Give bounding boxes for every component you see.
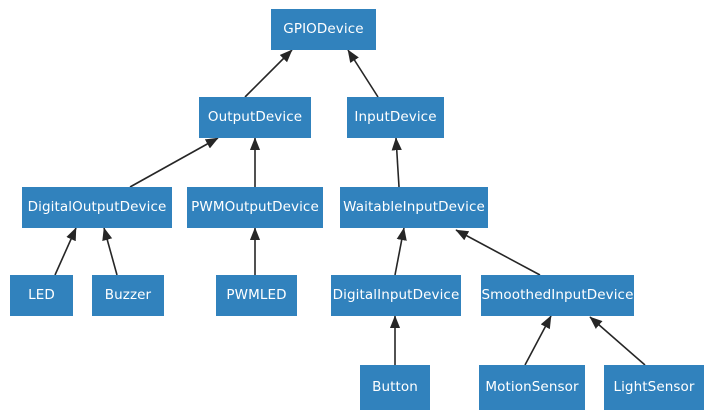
class-node-label: SmoothedInputDevice xyxy=(481,286,634,303)
class-node-buzzer[interactable]: Buzzer xyxy=(92,275,164,316)
class-node-outputdevice[interactable]: OutputDevice xyxy=(199,97,311,138)
inheritance-arrow-digitaloutputdevice-to-outputdevice xyxy=(129,137,219,188)
class-node-inputdevice[interactable]: InputDevice xyxy=(347,97,444,138)
inheritance-arrow-waitableinputdevice-to-inputdevice xyxy=(391,137,402,188)
class-node-label: PWMOutputDevice xyxy=(191,198,319,215)
class-node-digitalinputdevice[interactable]: DigitalInputDevice xyxy=(331,275,461,316)
class-node-digitaloutputdevice[interactable]: DigitalOutputDevice xyxy=(22,187,172,228)
inheritance-arrow-outputdevice-to-gpiodevice xyxy=(244,49,293,98)
class-node-label: DigitalOutputDevice xyxy=(27,198,167,215)
class-node-label: OutputDevice xyxy=(207,108,303,125)
class-node-waitableinputdevice[interactable]: WaitableInputDevice xyxy=(340,187,488,228)
inheritance-arrow-digitalinputdevice-to-waitableinputdevice xyxy=(394,227,407,276)
class-node-label: MotionSensor xyxy=(485,378,579,395)
class-node-label: Buzzer xyxy=(104,286,152,303)
inheritance-arrow-motionsensor-to-smoothedinputdevice xyxy=(524,315,552,366)
class-node-led[interactable]: LED xyxy=(10,275,73,316)
class-node-pwmoutputdevice[interactable]: PWMOutputDevice xyxy=(187,187,323,228)
class-node-label: WaitableInputDevice xyxy=(343,198,485,215)
class-node-label: InputDevice xyxy=(354,108,437,125)
class-node-pwmled[interactable]: PWMLED xyxy=(216,275,297,316)
class-node-smoothedinputdevice[interactable]: SmoothedInputDevice xyxy=(481,275,634,316)
class-node-label: LED xyxy=(28,286,55,303)
class-node-lightsensor[interactable]: LightSensor xyxy=(604,365,704,410)
class-node-label: Button xyxy=(372,378,418,395)
class-node-label: GPIODevice xyxy=(283,20,364,37)
inheritance-arrow-lightsensor-to-smoothedinputdevice xyxy=(589,316,646,366)
class-node-label: DigitalInputDevice xyxy=(332,286,460,303)
inheritance-arrow-buzzer-to-digitaloutputdevice xyxy=(102,227,118,276)
inheritance-arrow-inputdevice-to-gpiodevice xyxy=(347,49,379,98)
class-node-gpiodevice[interactable]: GPIODevice xyxy=(271,9,376,50)
inheritance-arrow-smoothedinputdevice-to-waitableinputdevice xyxy=(455,229,541,276)
class-node-label: LightSensor xyxy=(613,378,695,395)
inheritance-arrow-led-to-digitaloutputdevice xyxy=(54,227,77,276)
class-node-motionsensor[interactable]: MotionSensor xyxy=(479,365,585,410)
class-node-button[interactable]: Button xyxy=(360,365,430,410)
class-node-label: PWMLED xyxy=(226,286,287,303)
